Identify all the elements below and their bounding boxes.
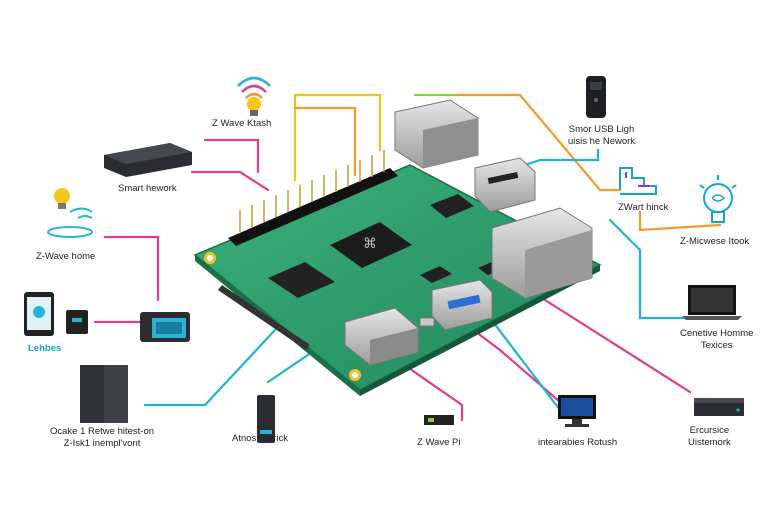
usb-port-front xyxy=(431,279,493,331)
label-zwave-pi: Z Wave Pi xyxy=(417,437,461,448)
wifi-bulb-icon xyxy=(237,76,271,116)
label-cenetive-line2: Texices xyxy=(700,340,733,351)
label-cenetive: Cenetive Homme Texices xyxy=(680,328,753,352)
line-top-yellow xyxy=(293,93,382,182)
device-icons xyxy=(24,76,744,443)
ethernet-port-front xyxy=(344,307,419,366)
mini-board-icon xyxy=(424,415,454,425)
ram-chip xyxy=(268,262,335,298)
raspberry-pi-board: ⌘ xyxy=(193,99,602,396)
line-ercursice xyxy=(543,298,692,394)
hub-device-icon xyxy=(140,312,190,342)
chip-mark: ⌘ xyxy=(363,236,377,252)
label-ercursice: Ercursice Uistemork xyxy=(688,425,731,449)
label-smor-usb: Smor USB Ligh uisis he Nework xyxy=(568,124,635,148)
line-top-orange xyxy=(293,106,357,177)
usb-port-top xyxy=(474,157,536,213)
usb-stick-icon xyxy=(257,395,275,443)
line-zmicwese xyxy=(638,210,722,232)
connector-lines xyxy=(93,93,722,422)
tablet-icon xyxy=(24,292,54,336)
label-cenetive-line1: Cenetive Homme xyxy=(680,328,754,339)
small-chip xyxy=(420,266,452,283)
line-zwave-pi xyxy=(398,360,464,422)
line-cenetive xyxy=(608,218,692,320)
lightbulb-outline-icon xyxy=(699,175,737,223)
label-smor-usb-line1: Smor USB Ligh xyxy=(568,124,635,135)
router-icon xyxy=(104,143,192,177)
label-zwave-ktash: Z Wave Ktash xyxy=(212,118,272,129)
label-zwart-hinck: ZWart hinck xyxy=(618,202,669,213)
speaker-tower-icon xyxy=(80,365,128,423)
ethernet-port-top xyxy=(394,99,479,169)
label-ercursice-line1: Ercursice xyxy=(689,425,730,436)
monitor-icon xyxy=(558,395,596,427)
gpio-header xyxy=(228,150,398,246)
label-interabies: intearabies Rotush xyxy=(538,437,618,448)
line-zwart-hinck xyxy=(453,93,622,192)
server-box-icon xyxy=(694,398,744,416)
line-zwave-home xyxy=(103,235,160,302)
label-ercursice-line2: Uistemork xyxy=(688,437,731,448)
ethernet-port-right xyxy=(491,207,593,299)
label-ocake: Ocake 1 Retwe hitest-on Z-Isk1 inempl'vo… xyxy=(50,426,154,450)
line-zwave-ktash xyxy=(203,138,260,174)
label-ocake-line1: Ocake 1 Retwe hitest-on xyxy=(50,426,155,437)
laptop-icon xyxy=(682,285,742,320)
label-smor-usb-line2: uisis he Nework xyxy=(568,136,636,147)
display-connector xyxy=(218,285,310,350)
small-chip xyxy=(430,194,474,218)
usb-dongle-icon xyxy=(586,76,606,118)
label-ocake-line2: Z-Isk1 inempl'vont xyxy=(63,438,141,449)
soc-chip xyxy=(330,222,412,268)
label-atnos-strick: Atnos Strick xyxy=(232,433,288,444)
label-lehbes: Lehbes xyxy=(28,343,62,354)
lightbulb-wifi-icon xyxy=(47,188,93,238)
line-ocake xyxy=(143,328,277,407)
label-smart-hework: Smart hework xyxy=(118,183,177,194)
zwave-logo-icon xyxy=(619,167,657,195)
micro-usb-port xyxy=(419,317,435,327)
line-smart-hework xyxy=(190,170,270,192)
label-zwave-home: Z-Wave home xyxy=(36,251,96,262)
label-zmicwese: Z-Micwese Itook xyxy=(680,236,750,247)
